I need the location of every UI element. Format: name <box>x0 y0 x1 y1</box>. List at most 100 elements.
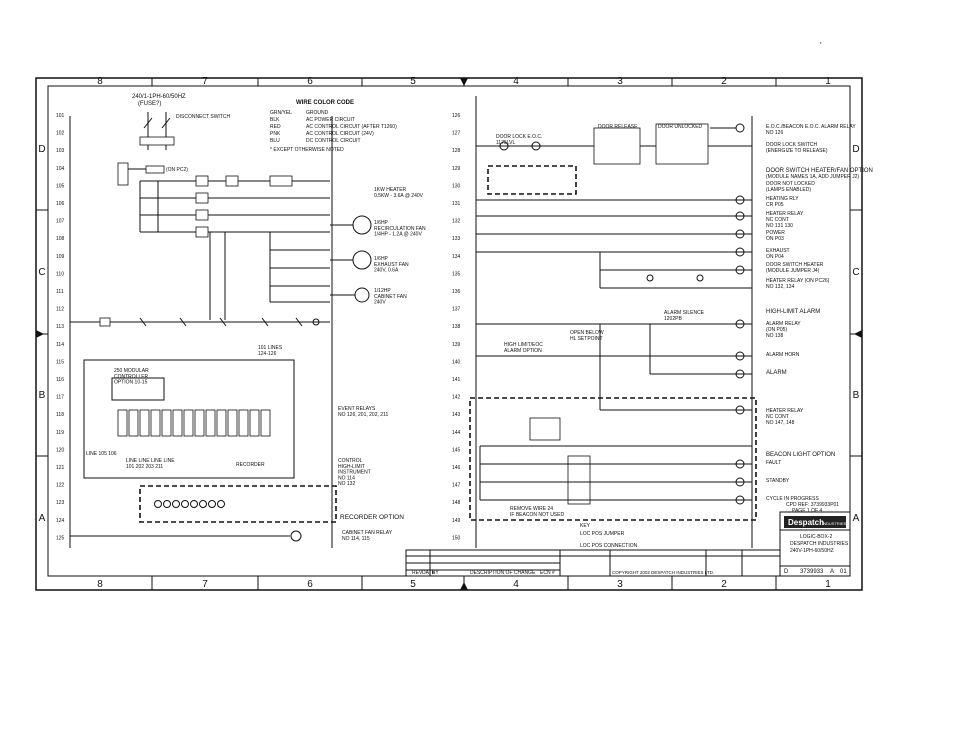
svg-text:KEY: KEY <box>580 523 591 529</box>
svg-text:B: B <box>39 390 46 401</box>
rung-number: 110 <box>56 271 64 277</box>
high-limit-rungs <box>476 319 752 415</box>
wire-color-code: WIRE COLOR CODE GRN/YEL GROUND BLK AC PO… <box>270 100 397 153</box>
arrow-left-icon <box>854 330 862 338</box>
svg-text:ECN #: ECN # <box>540 570 555 576</box>
recorder-terminal <box>154 500 162 508</box>
rung-number: 136 <box>452 289 461 295</box>
description-text: HEATING RLY <box>766 196 799 202</box>
relay-terminal <box>172 409 183 437</box>
svg-text:DOOR LOCK E.O.C.1175LVL: DOOR LOCK E.O.C.1175LVL <box>496 134 542 146</box>
description-text: FAULT <box>766 460 781 466</box>
title-block: REV DATE BY DESCRIPTION OF CHANGE ECN # … <box>405 502 851 577</box>
svg-text:AC POWER CIRCUIT: AC POWER CIRCUIT <box>306 117 355 123</box>
svg-text:C: C <box>852 267 859 278</box>
svg-text:01: 01 <box>840 569 847 575</box>
rung-number: 127 <box>452 131 461 137</box>
rung-number: 123 <box>56 500 65 506</box>
rung-number: 138 <box>452 324 461 330</box>
arrow-up-icon <box>460 582 468 590</box>
door-switch-module <box>487 165 577 195</box>
cabinet-fan-motor <box>354 287 370 303</box>
svg-text:BLK: BLK <box>270 117 280 123</box>
svg-text:6: 6 <box>307 76 313 87</box>
relay-terminal <box>194 409 205 437</box>
relay-terminal <box>216 409 227 437</box>
svg-text:C: C <box>38 267 45 278</box>
svg-text:2: 2 <box>721 76 727 87</box>
svg-text:2: 2 <box>721 579 727 590</box>
rung-number: 122 <box>56 483 65 489</box>
rung-number: 128 <box>452 148 461 154</box>
description-ref: CR P05 <box>766 202 784 208</box>
svg-text:* EXCEPT OTHERWISE NOTED: * EXCEPT OTHERWISE NOTED <box>270 147 344 153</box>
svg-text:DC CONTROL CIRCUIT: DC CONTROL CIRCUIT <box>306 138 361 144</box>
relay-terminal <box>238 409 249 437</box>
svg-text:(ON PC2): (ON PC2) <box>166 167 188 173</box>
rung-number: 144 <box>452 430 461 436</box>
rung-number: 133 <box>452 236 461 242</box>
svg-text:LINE 105 106: LINE 105 106 <box>86 451 117 457</box>
description-text: CYCLE IN PROGRESS <box>766 496 819 502</box>
rung-number: 102 <box>56 131 65 137</box>
svg-text:DATE: DATE <box>422 570 436 576</box>
left-rung-numbers: 1011021031041051061071081091101111121131… <box>56 113 65 541</box>
description-ref: NO 126 <box>766 130 783 136</box>
description-ref: (ENERGIZE TO RELEASE) <box>766 148 828 154</box>
door-lock-rung <box>476 123 752 165</box>
description-text: E.O.C./BEACON E.O.C. ALARM RELAY <box>766 124 856 130</box>
beacon-option-box <box>469 397 757 521</box>
svg-text:D: D <box>784 569 789 575</box>
rung-number: 125 <box>56 535 65 541</box>
rung-number: 141 <box>452 377 461 383</box>
svg-text:RECORDER OPTION: RECORDER OPTION <box>340 514 404 521</box>
svg-text:5: 5 <box>410 579 416 590</box>
description-text: HIGH-LIMIT ALARM <box>766 309 820 315</box>
relay-terminal <box>227 409 238 437</box>
recirculation-fan-motor <box>352 215 372 235</box>
svg-text:PAGE 1 OF 4: PAGE 1 OF 4 <box>792 508 822 514</box>
svg-text:240/1-1PH-60/50HZ: 240/1-1PH-60/50HZ <box>132 94 186 100</box>
rung-number: 139 <box>452 342 461 348</box>
svg-text:LOC POS CONNECTION: LOC POS CONNECTION <box>580 543 638 549</box>
rung-number: 130 <box>452 183 461 189</box>
rung-number: 137 <box>452 307 461 313</box>
centering-arrows <box>36 78 862 590</box>
svg-text:AC CONTROL CIRCUIT (24V): AC CONTROL CIRCUIT (24V) <box>306 131 374 137</box>
rung-number: 104 <box>56 166 65 172</box>
description-text: EXHAUST <box>766 248 790 254</box>
relay-terminal <box>260 409 271 437</box>
motors <box>330 215 372 303</box>
rung-number: 135 <box>452 271 461 277</box>
svg-text:8: 8 <box>97 76 103 87</box>
rung-number: 103 <box>56 148 65 154</box>
svg-text:3: 3 <box>617 579 623 590</box>
rung-number: 129 <box>452 166 461 172</box>
svg-text:RECORDER: RECORDER <box>236 462 265 468</box>
description-text: BEACON LIGHT OPTION <box>766 452 835 458</box>
rung-number: 111 <box>56 289 64 295</box>
svg-text:PNK: PNK <box>270 131 281 137</box>
svg-text:DOOR UNLOCKED: DOOR UNLOCKED <box>658 124 703 130</box>
contacts-left <box>195 175 293 238</box>
sheet-frame <box>35 77 863 591</box>
svg-text:DISCONNECT SWITCH: DISCONNECT SWITCH <box>176 114 230 120</box>
recorder-terminal <box>190 500 198 508</box>
svg-text:DOOR RELEASE: DOOR RELEASE <box>598 124 638 130</box>
rung-number: 124 <box>56 518 65 524</box>
svg-text:3: 3 <box>617 76 623 87</box>
svg-text:1: 1 <box>825 579 831 590</box>
description-ref: ON P03 <box>766 236 784 242</box>
right-rung-numbers: 1261271281291301311321331341351361371381… <box>452 113 461 541</box>
